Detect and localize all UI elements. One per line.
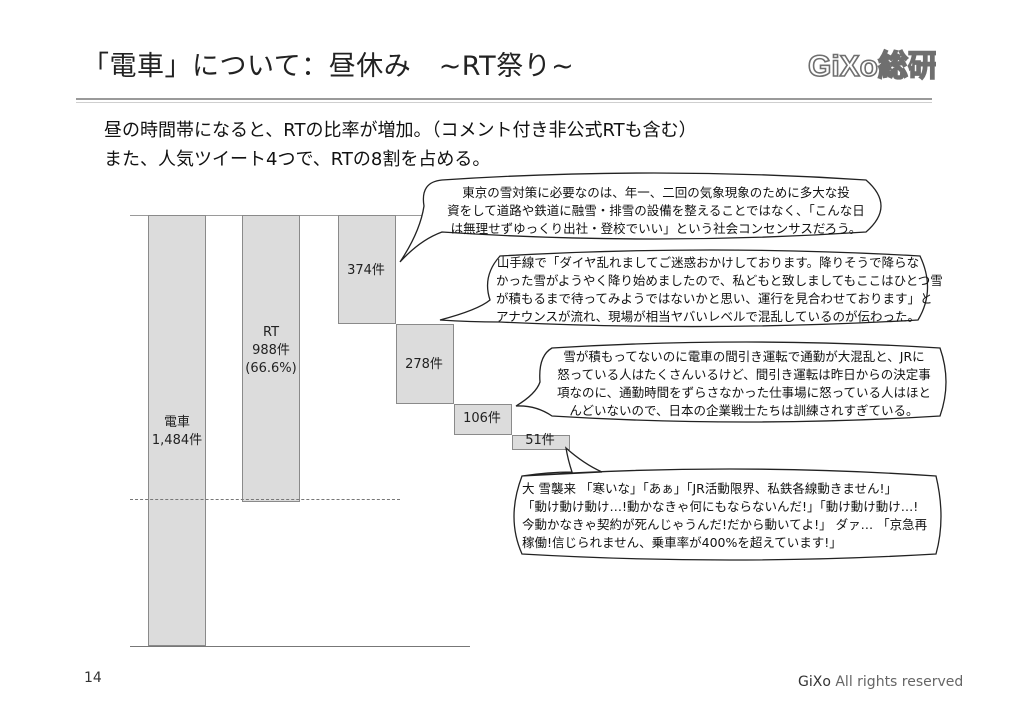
label-tweet-2: 278件 (405, 357, 443, 372)
bubble-4-text: 大 雪襲来 「寒いな」「あぁ」「JR活動限界、私鉄各線動きません!」 「動け動け… (522, 480, 932, 552)
label-rt-percent: (66.6%) (245, 361, 297, 376)
bubble-3-text: 雪が積もってないのに電車の間引き運転で通勤が大混乱と、JRに 怒っている人はたく… (550, 348, 938, 420)
bubble-1-line-1: 東京の雪対策に必要なのは、年一、二回の気象現象のために多大な投 (462, 185, 850, 200)
footer-text: All rights reserved (830, 674, 964, 690)
bubble-4-line-3: 今動かなきゃ契約が死んじゃうんだ!だから動いてよ!」 ダァ… 「京急再 (522, 517, 928, 532)
bubble-3-line-1: 雪が積もってないのに電車の間引き運転で通勤が大混乱と、JRに (563, 349, 925, 364)
label-tweet-3: 106件 (463, 411, 501, 426)
body-line-2: また、人気ツイート4つで、RTの8割を占める。 (104, 149, 491, 170)
bubble-4-line-2: 「動け動け動け…!動かなきゃ何にもならないんだ!」「動け動け動け…! (522, 499, 919, 514)
title-rule-thin (76, 102, 932, 103)
bubble-4-line-1: 大 雪襲来 「寒いな」「あぁ」「JR活動限界、私鉄各線動きません!」 (522, 481, 897, 496)
gixo-logo: GiXo総研 (807, 49, 936, 84)
bar-total (148, 215, 206, 646)
label-tweet-1: 374件 (347, 263, 385, 278)
bubble-3-shape (515, 341, 947, 423)
bubble-2-line-3: が積もるまで待ってみようではないかと思い、運行を見合わせております」と (496, 291, 933, 306)
label-rt-count: 988件 (252, 343, 290, 358)
bubble-1-line-3: は無理せずゆっくり出社・登校でいい」という社会コンセンサスだろう。 (450, 221, 862, 236)
bubble-2-line-1: 山手線で「ダイヤ乱れましてご迷惑おかけしております。降りそうで降らな (496, 255, 920, 270)
bubble-3-line-3: 項なのに、通勤時間をずらさなかった仕事場に怒っている人はほと (556, 385, 931, 400)
rt-threshold-dashed-line (130, 499, 400, 500)
footer-copyright: GiXo All rights reserved (798, 674, 963, 690)
bubble-4-line-4: 稼働!信じられません、乗車率が400%を超えています!」 (522, 535, 842, 550)
bar-rt (242, 215, 300, 502)
label-tweet-4: 51件 (525, 433, 555, 448)
label-rt: RT 988件 (66.6%) (236, 324, 306, 378)
bubble-2-text: 山手線で「ダイヤ乱れましてご迷惑おかけしております。降りそうで降らな かった雪が… (496, 254, 943, 326)
body-line-1: 昼の時間帯になると、RTの比率が増加。（コメント付き非公式RTも含む） (104, 120, 697, 141)
bubble-1-line-2: 資をして道路や鉄道に融雪・排雪の設備を整えることではなく、「こんな日 (447, 203, 865, 218)
bar-tweet-3 (454, 404, 512, 436)
svg-text:GiXo総研: GiXo総研 (808, 50, 936, 83)
bubble-1-text: 東京の雪対策に必要なのは、年一、二回の気象現象のために多大な投 資をして道路や鉄… (440, 184, 872, 238)
label-total: 電車 1,484件 (140, 414, 214, 450)
bubble-4-shape (513, 446, 942, 561)
bar-tweet-4 (512, 435, 570, 450)
title-rule (76, 98, 932, 100)
page-number: 14 (84, 670, 102, 686)
chart-top-line (130, 215, 470, 216)
chart-baseline (130, 646, 470, 647)
label-total-name: 電車 (163, 415, 190, 430)
label-total-count: 1,484件 (151, 433, 203, 448)
label-rt-name: RT (262, 325, 280, 340)
slide-title: 「電車」について：昼休み ~RT祭り~ (82, 51, 575, 82)
bubble-2-shape (439, 249, 929, 328)
bubble-2-line-2: かった雪がようやく降り始めましたので、私どもと致しましてもここはひとつ雪 (496, 273, 943, 288)
bubble-2-line-4: アナウンスが流れ、現場が相当ヤバいレベルで混乱しているのが伝わった。 (496, 309, 921, 324)
bar-tweet-2 (396, 323, 454, 405)
footer-brand: GiXo (798, 674, 831, 690)
bubble-3-line-2: 怒っている人はたくさんいるけど、間引き運転は昨日からの決定事 (557, 367, 931, 382)
bubble-1-shape (399, 172, 882, 263)
bubble-3-line-4: んどいないので、日本の企業戦士たちは訓練されすぎている。 (569, 403, 919, 418)
bar-tweet-1 (338, 215, 396, 324)
